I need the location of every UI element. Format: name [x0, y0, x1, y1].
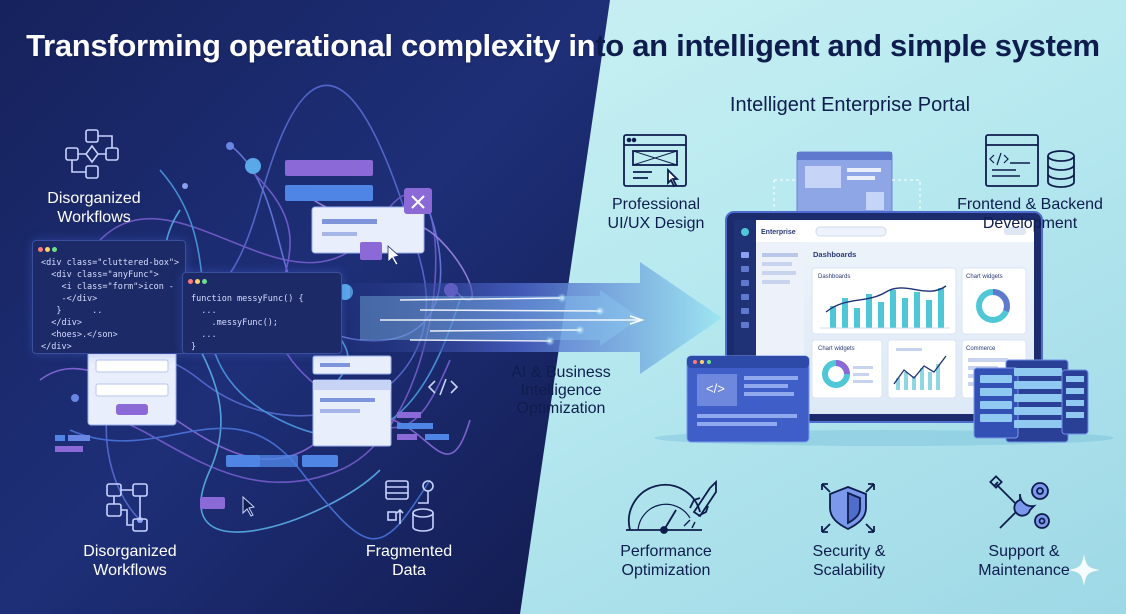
sparkle-icon — [1068, 554, 1100, 586]
workflow-icon-bottom — [106, 483, 148, 532]
label-fragmented-data: Fragmented Data — [365, 543, 453, 579]
code-window — [686, 355, 810, 443]
label-disorganized-workflows-bottom: Disorganized Workflows — [83, 543, 177, 579]
floating-bars — [55, 160, 449, 509]
portal-title: Intelligent Enterprise Portal — [729, 94, 971, 116]
dashboard-card-3-title: Chart widgets — [818, 346, 855, 352]
label-disorganized-workflows-top: Disorganized Workflows — [47, 190, 141, 226]
label-uiux-design: Professional UI/UX Design — [607, 196, 705, 232]
floating-window-1 — [311, 188, 432, 266]
window-dots — [33, 241, 185, 255]
code-line: .messyFunc(); — [191, 318, 278, 328]
label-ai-business-intelligence: AI & Business Intelligence Optimization — [511, 364, 611, 417]
label-security: Security & Scalability — [812, 543, 886, 579]
transformation-arrow — [350, 262, 722, 374]
code-line: <i class="form">icon - — [41, 282, 175, 292]
code-line: <div class="cluttered-box"> — [41, 258, 180, 268]
performance-icon — [626, 479, 717, 534]
frontend-backend-icon — [985, 134, 1075, 188]
dashboard-card-1-title: Dashboards — [818, 274, 851, 280]
window-dots — [183, 273, 341, 287]
page-title: Transforming operational complexity into… — [0, 28, 1126, 64]
dashboard-heading: Dashboards — [813, 250, 857, 259]
title-left: Transforming operational complexity in — [26, 28, 596, 63]
dashboard-card-2-title: Chart widgets — [966, 274, 1003, 280]
code-panel-messy-func: function messyFunc() { ... .messyFunc();… — [182, 272, 342, 354]
code-line: } — [191, 342, 197, 352]
code-line: ... — [191, 330, 217, 340]
label-support: Support & Maintenance — [978, 543, 1070, 579]
code-line: <hoes>.</son> — [41, 330, 118, 340]
code-text: <div class="cluttered-box"> <div class="… — [33, 255, 185, 355]
cursor-icon — [242, 495, 256, 517]
title-right: to an intelligent and simple system — [595, 28, 1100, 63]
dashboard-card-5-title: Commerce — [966, 346, 996, 352]
code-line: <div class="anyFunc"> — [41, 270, 159, 280]
floating-design-window — [773, 151, 921, 217]
label-frontend-backend: Frontend & Backend Development — [957, 196, 1103, 232]
security-icon — [821, 483, 875, 533]
support-icon — [989, 475, 1050, 529]
code-panel-cluttered: <div class="cluttered-box"> <div class="… — [32, 240, 186, 354]
server-rack — [973, 359, 1089, 443]
code-line: -</div> — [41, 294, 98, 304]
floating-window-2 — [312, 355, 392, 447]
fragmented-data-icon — [385, 480, 434, 532]
code-tag-icon — [427, 378, 459, 396]
code-line: ... — [191, 306, 217, 316]
label-performance: Performance Optimization — [620, 543, 712, 579]
code-line: </div> — [41, 318, 82, 328]
form-window — [87, 344, 177, 426]
dashboard-brand: Enterprise — [761, 229, 796, 236]
workflow-icon-top — [65, 129, 119, 179]
code-text: function messyFunc() { ... .messyFunc();… — [183, 287, 341, 355]
code-line: </div> — [41, 342, 72, 352]
uiux-design-icon — [623, 134, 687, 188]
code-line: } .. — [41, 306, 103, 316]
code-line: function messyFunc() { — [191, 294, 304, 304]
code-window-tag: </> — [706, 381, 725, 396]
